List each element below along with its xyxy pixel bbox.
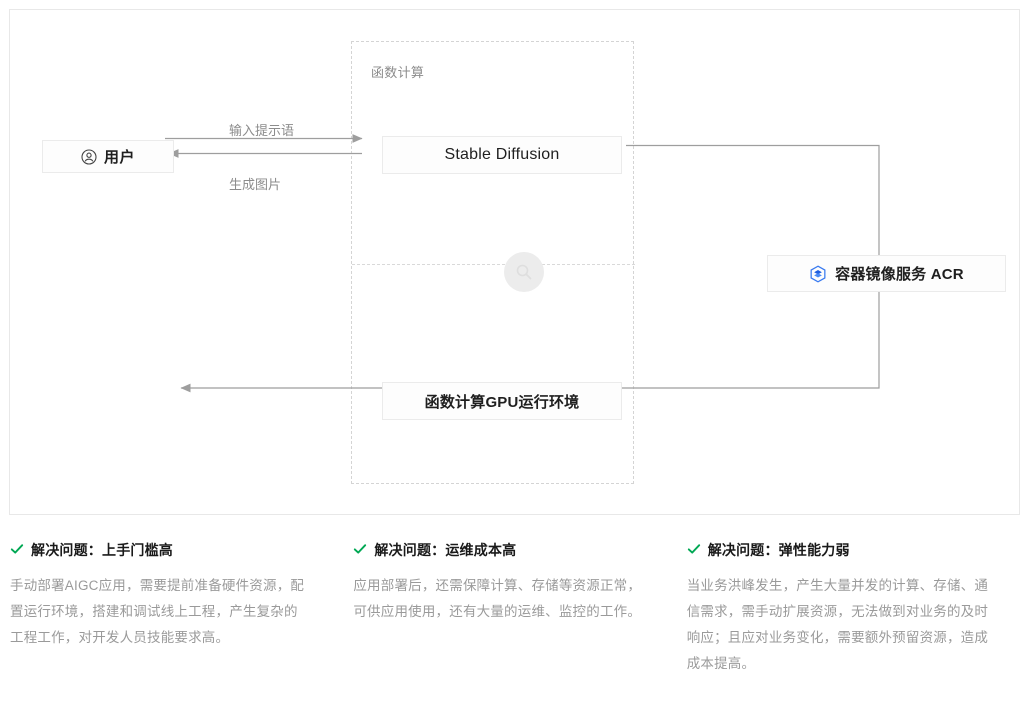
- feature-column-2: 解决问题：运维成本高 应用部署后，还需保障计算、存储等资源正常，可供应用使用，还…: [0, 540, 687, 677]
- feature-title-row-2: 解决问题：运维成本高: [353, 540, 653, 560]
- node-stable-diffusion-label: Stable Diffusion: [444, 146, 560, 163]
- feature-title-3: 解决问题：弹性能力弱: [707, 542, 850, 558]
- node-container-registry[interactable]: 容器镜像服务 ACR: [767, 255, 1006, 292]
- feature-body-2: 应用部署后，还需保障计算、存储等资源正常，可供应用使用，还有大量的运维、监控的工…: [353, 578, 642, 619]
- node-gpu-runtime[interactable]: 函数计算GPU运行环境: [382, 382, 622, 420]
- check-icon: [10, 542, 24, 559]
- check-icon: [687, 542, 701, 559]
- user-circle-icon: [81, 148, 97, 165]
- feature-column-3: 解决问题：弹性能力弱 当业务洪峰发生，产生大量并发的计算、存储、通信需求，需手动…: [687, 540, 1030, 677]
- node-stable-diffusion[interactable]: Stable Diffusion: [382, 136, 622, 174]
- group-divider: [352, 264, 635, 265]
- check-icon: [353, 542, 367, 559]
- feature-title-row-1: 解决问题：上手门槛高: [10, 540, 310, 560]
- edge-label-prompt: 输入提示语: [229, 123, 295, 138]
- feature-title-row-3: 解决问题：弹性能力弱: [687, 540, 997, 560]
- function-compute-group-label: 函数计算: [371, 65, 425, 80]
- architecture-diagram-card: 函数计算 输入提示语 生成图片 用户: [9, 9, 1020, 515]
- feature-title-1: 解决问题：上手门槛高: [31, 542, 173, 558]
- feature-body-3: 当业务洪峰发生，产生大量并发的计算、存储、通信需求，需手动扩展资源，无法做到对业…: [686, 578, 989, 671]
- feature-column-1: 解决问题：上手门槛高 手动部署AIGC应用，需要提前准备硬件资源，配置运行环境，…: [0, 540, 343, 677]
- feature-body-1: 手动部署AIGC应用，需要提前准备硬件资源，配置运行环境，搭建和调试线上工程，产…: [10, 578, 305, 645]
- edge-label-generated-image: 生成图片: [229, 177, 282, 192]
- node-container-registry-label: 容器镜像服务 ACR: [835, 266, 964, 283]
- magnifier-icon: [504, 252, 544, 292]
- feature-columns: 解决问题：上手门槛高 手动部署AIGC应用，需要提前准备硬件资源，配置运行环境，…: [0, 540, 1030, 677]
- container-registry-icon: [809, 264, 827, 283]
- feature-title-2: 解决问题：运维成本高: [374, 542, 517, 558]
- node-gpu-runtime-label: 函数计算GPU运行环境: [424, 393, 580, 411]
- node-user-label: 用户: [103, 149, 135, 166]
- node-user[interactable]: 用户: [42, 140, 174, 173]
